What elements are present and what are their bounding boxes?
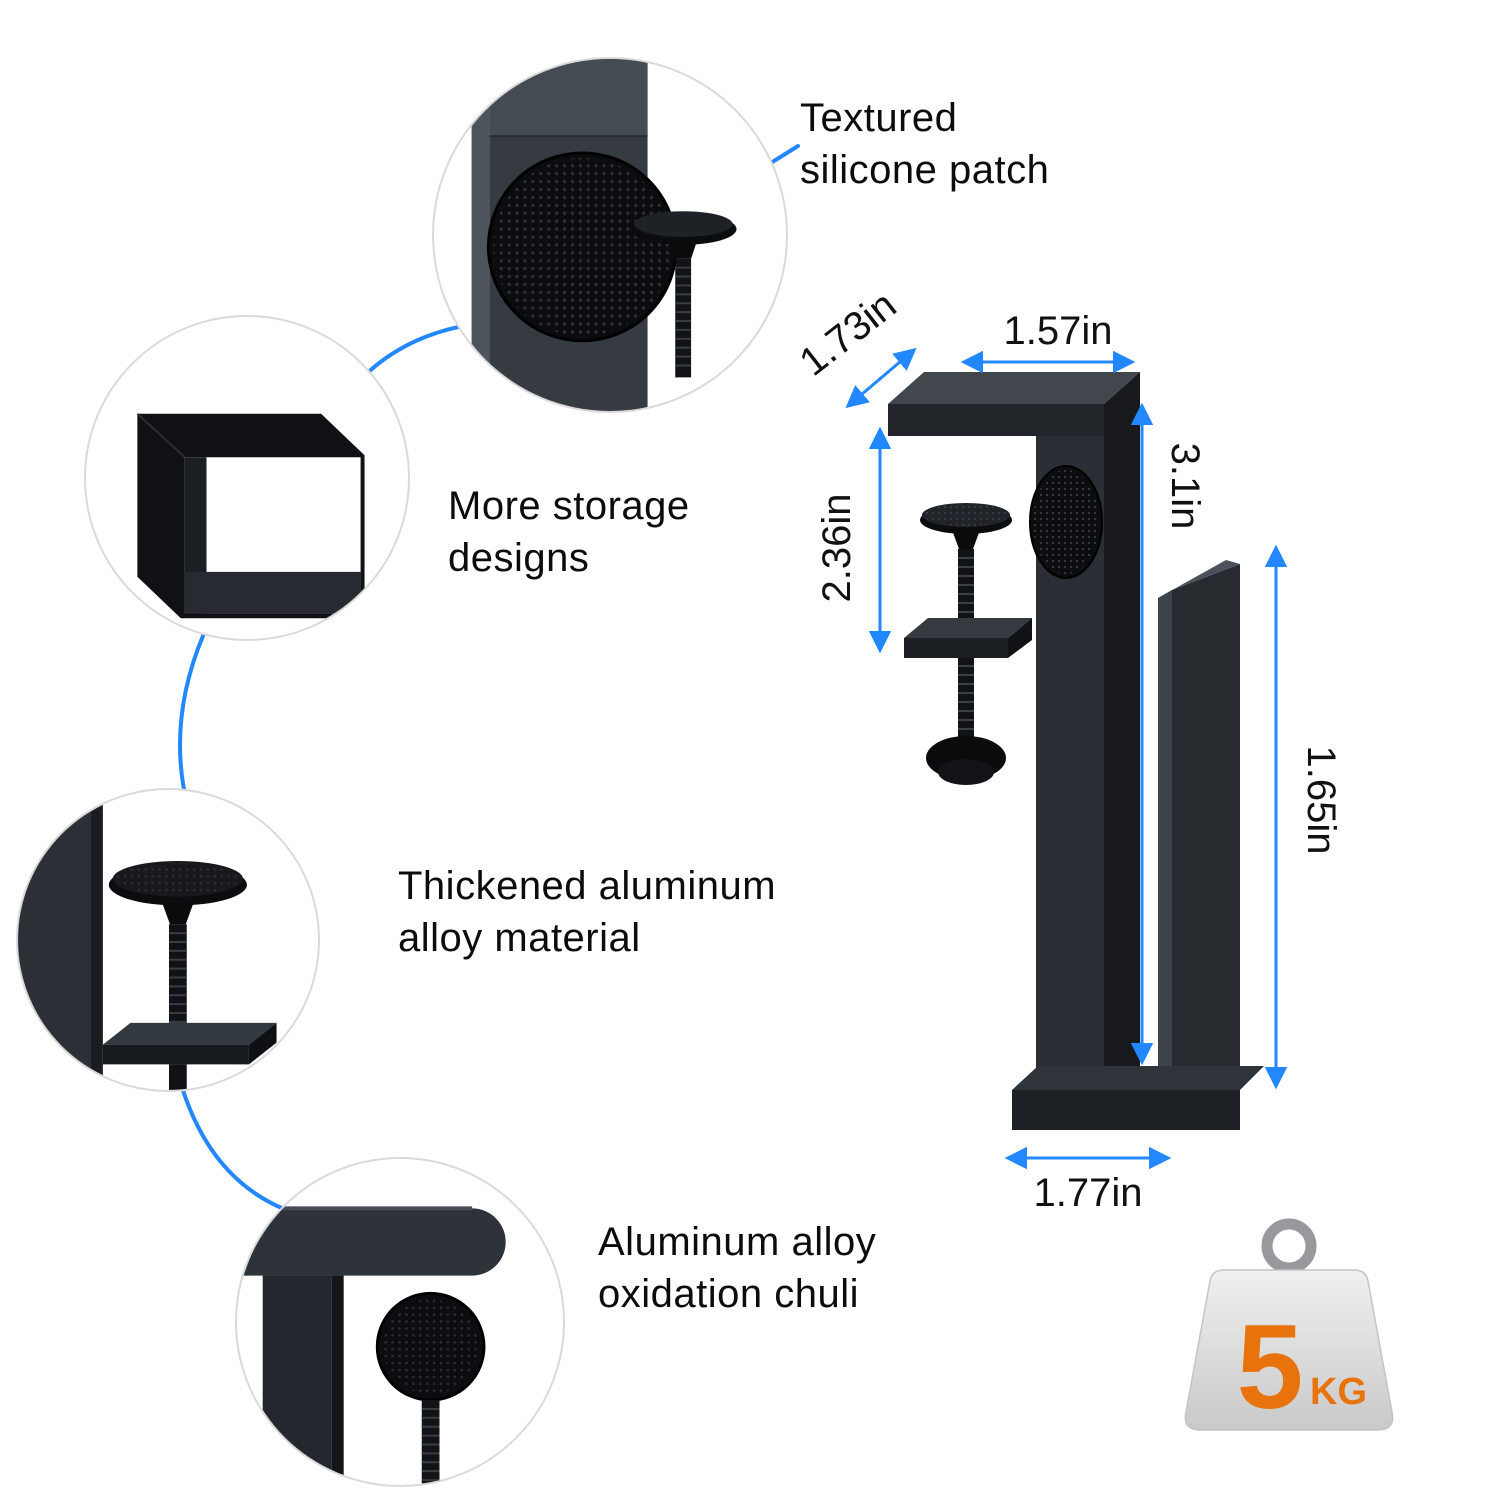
- column-side-face: [1104, 372, 1140, 1096]
- prong-inner-face: [1158, 590, 1172, 1100]
- label-line: silicone patch: [800, 148, 1050, 192]
- base-front-face: [1012, 1090, 1240, 1130]
- connector-circle-2-3: [178, 614, 214, 810]
- label-line: Textured: [800, 96, 958, 140]
- dimension-bottom-width: 1.77in: [1034, 1171, 1143, 1215]
- callout-circle-clamp-screw: [16, 788, 320, 1092]
- column-front-face: [1036, 436, 1104, 1096]
- label-line: designs: [448, 536, 590, 580]
- label-line: alloy material: [398, 916, 641, 960]
- dimension-top-width: 1.57in: [1004, 309, 1113, 353]
- callout-label-storage-designs: More storage designs: [448, 480, 690, 584]
- prong-top-face: [1158, 560, 1240, 598]
- arm-front-face: [888, 404, 1104, 436]
- weight-value: 5: [1237, 1300, 1304, 1434]
- callout-label-aluminum-material: Thickened aluminum alloy material: [398, 860, 776, 964]
- arrow-top-depth: [845, 347, 917, 409]
- callout-circle-clamp-corner: [235, 1157, 565, 1487]
- dimension-top-depth: 1.73in: [792, 283, 905, 385]
- label-line: oxidation chuli: [598, 1272, 859, 1316]
- weight-capacity-badge: 5 KG: [1184, 1218, 1394, 1434]
- weight-body-icon: [1184, 1269, 1394, 1431]
- clamp-screw-closeup-icon: [18, 790, 277, 1090]
- callout-circle-storage-cube: [84, 315, 410, 641]
- callout-label-oxidation: Aluminum alloy oxidation chuli: [598, 1216, 876, 1320]
- label-line: Aluminum alloy: [598, 1220, 877, 1264]
- dimension-column-height: 3.1in: [1163, 443, 1207, 530]
- callout-label-silicone-patch: Textured silicone patch: [800, 92, 1049, 196]
- prong-front-face: [1172, 564, 1240, 1096]
- dimension-arrows: [845, 347, 1288, 1170]
- arm-top-face: [888, 372, 1140, 404]
- clamp-corner-closeup-icon: [237, 1206, 506, 1485]
- product-render-desk-hook-clamp: [888, 372, 1264, 1130]
- dimension-clamp-opening: 2.36in: [815, 494, 859, 603]
- storage-cube-icon: [136, 413, 365, 619]
- silicone-patch-closeup-icon: [471, 59, 737, 411]
- weight-unit: KG: [1310, 1371, 1367, 1413]
- silicone-patch-texture: [1033, 470, 1099, 574]
- callout-circle-silicone-patch: [432, 57, 788, 413]
- weight-ring-icon: [1261, 1218, 1317, 1274]
- clamp-screw-assembly: [904, 503, 1032, 785]
- base-top-face: [1012, 1066, 1264, 1090]
- label-line: More storage: [448, 484, 690, 528]
- dimension-hook-depth: 1.65in: [1299, 746, 1343, 855]
- label-line: Thickened aluminum: [398, 864, 777, 908]
